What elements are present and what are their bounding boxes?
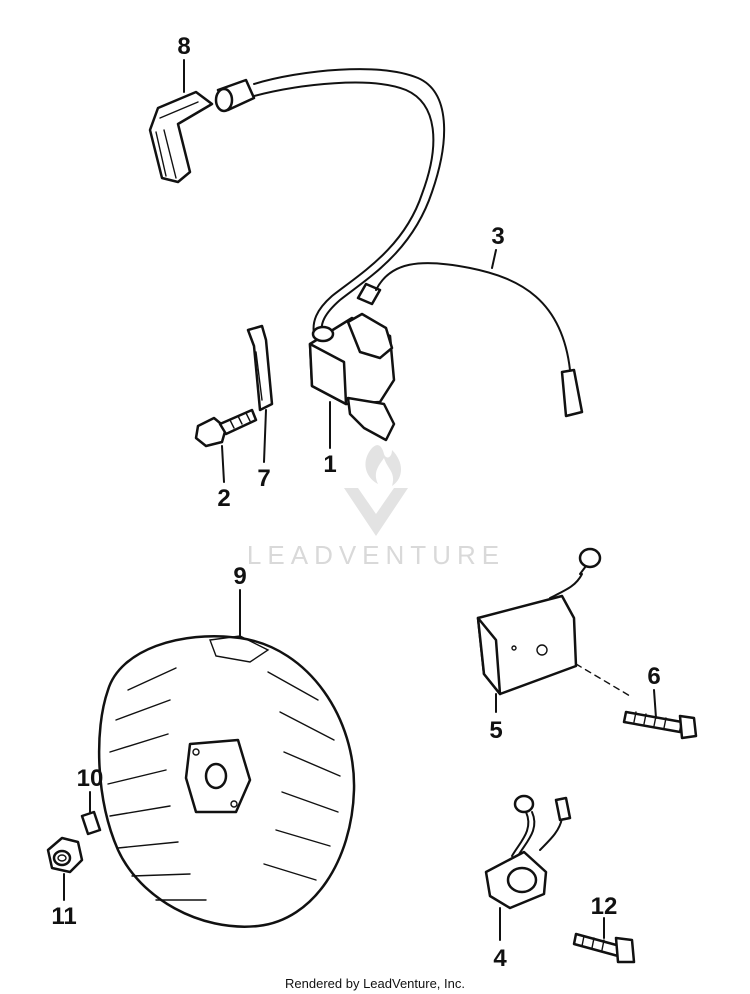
callout-9: 9	[233, 563, 246, 590]
ignition-cable	[214, 68, 446, 335]
stop-switch	[484, 794, 572, 910]
coil-bracket	[246, 324, 274, 412]
ignition-module	[476, 547, 602, 696]
module-screw	[622, 710, 698, 740]
callout-11: 11	[51, 903, 76, 930]
ignition-coil	[308, 312, 396, 442]
watermark-logo	[344, 445, 408, 536]
flywheel	[97, 635, 356, 928]
callout-1: 1	[323, 451, 336, 478]
spark-plug-boot	[148, 90, 214, 184]
flywheel-nut	[46, 836, 84, 874]
callout-4: 4	[493, 945, 507, 972]
coil-bolt	[194, 408, 258, 448]
flywheel-key	[80, 810, 102, 836]
ground-wire	[356, 262, 584, 418]
footer-credit: Rendered by LeadVenture, Inc.	[285, 976, 465, 991]
callout-5: 5	[489, 717, 502, 744]
callout-8: 8	[177, 33, 190, 60]
callout-3: 3	[491, 223, 504, 250]
switch-bolt	[572, 932, 636, 964]
callout-12: 12	[591, 893, 618, 920]
callout-10: 10	[77, 765, 104, 792]
callout-2: 2	[217, 485, 230, 512]
leader-lines	[63, 59, 657, 941]
leader-dash-6	[575, 663, 631, 697]
callout-7: 7	[257, 465, 270, 492]
watermark-text: LEADVENTURE	[247, 540, 505, 570]
callout-6: 6	[647, 663, 660, 690]
